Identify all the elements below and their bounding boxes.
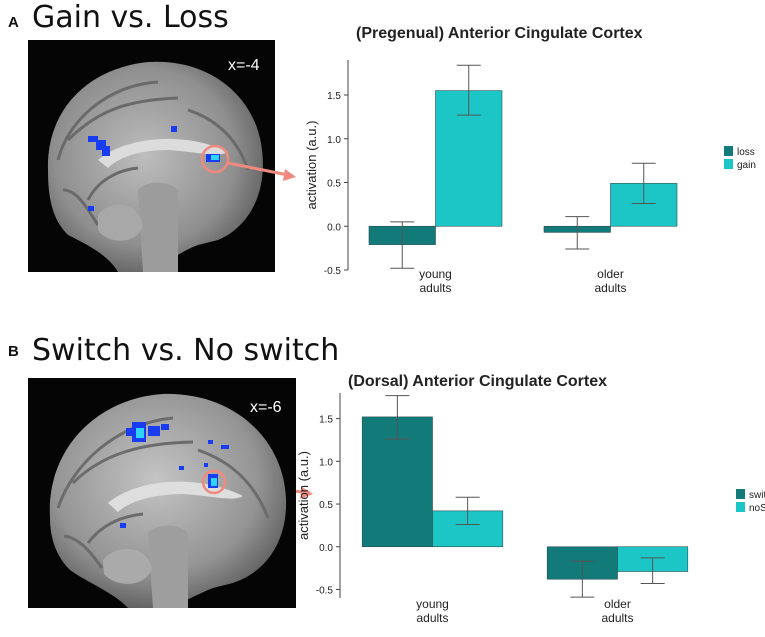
chart-title: (Pregenual) Anterior Cingulate Cortex [356, 25, 643, 42]
y-tick-label: 1.5 [327, 91, 341, 102]
y-tick-label: 0.0 [327, 222, 341, 233]
chart-dorsal-acc: (Dorsal) Anterior Cingulate Cortex -0.5 0.… [296, 373, 765, 625]
roi-circle-a [200, 144, 230, 174]
category-label: adults [416, 611, 448, 625]
chart-title: (Dorsal) Anterior Cingulate Cortex [348, 373, 607, 390]
slice-coordinate-a: x=-4 [228, 57, 260, 74]
y-tick-label: -0.5 [316, 585, 334, 596]
legend-label: gain [737, 160, 756, 171]
category-label: adults [601, 611, 633, 625]
panel-b-letter: B [8, 343, 19, 360]
legend-label: loss [737, 147, 755, 158]
brain-sagittal-image-b: x=-6 [28, 378, 296, 608]
slice-coordinate-b: x=-6 [250, 399, 282, 416]
category-label: adults [594, 281, 626, 295]
legend-swatch-switch [736, 489, 745, 499]
y-tick-label: 1.0 [327, 135, 341, 146]
roi-circle-b [201, 469, 227, 495]
legend-label: switch [749, 490, 765, 501]
legend-swatch-loss [724, 146, 733, 156]
brain-slice-b: x=-6 [28, 378, 296, 608]
y-axis-label: activation (a.u.) [304, 121, 319, 210]
y-tick-label: 0.0 [319, 543, 333, 554]
y-tick-label: 0.5 [319, 500, 333, 511]
panel-a-title: Gain vs. Loss [32, 0, 229, 35]
y-tick-label: 1.0 [319, 457, 333, 468]
y-axis-label: activation (a.u.) [296, 451, 311, 540]
legend-swatch-noswitch [736, 502, 745, 512]
category-label: young [419, 267, 452, 281]
category-label: adults [419, 281, 451, 295]
panel-a-letter: A [8, 14, 19, 31]
activation-clusters-a [88, 126, 220, 211]
category-label: older [604, 597, 631, 611]
brain-sagittal-image-a: x=-4 [28, 40, 275, 272]
y-tick-label: 1.5 [319, 415, 333, 426]
y-tick-label: -0.5 [324, 266, 342, 277]
category-label: young [416, 597, 449, 611]
brain-slice-a: x=-4 [28, 40, 275, 272]
legend-swatch-gain [724, 159, 733, 169]
activation-clusters-b [120, 422, 229, 528]
category-label: older [597, 267, 624, 281]
chart-pregenual-acc: (Pregenual) Anterior Cingulate Cortex -0.… [304, 25, 756, 295]
panel-b-title: Switch vs. No switch [32, 333, 340, 368]
y-tick-label: 0.5 [327, 179, 341, 190]
legend-label: noSwitch [749, 503, 765, 514]
